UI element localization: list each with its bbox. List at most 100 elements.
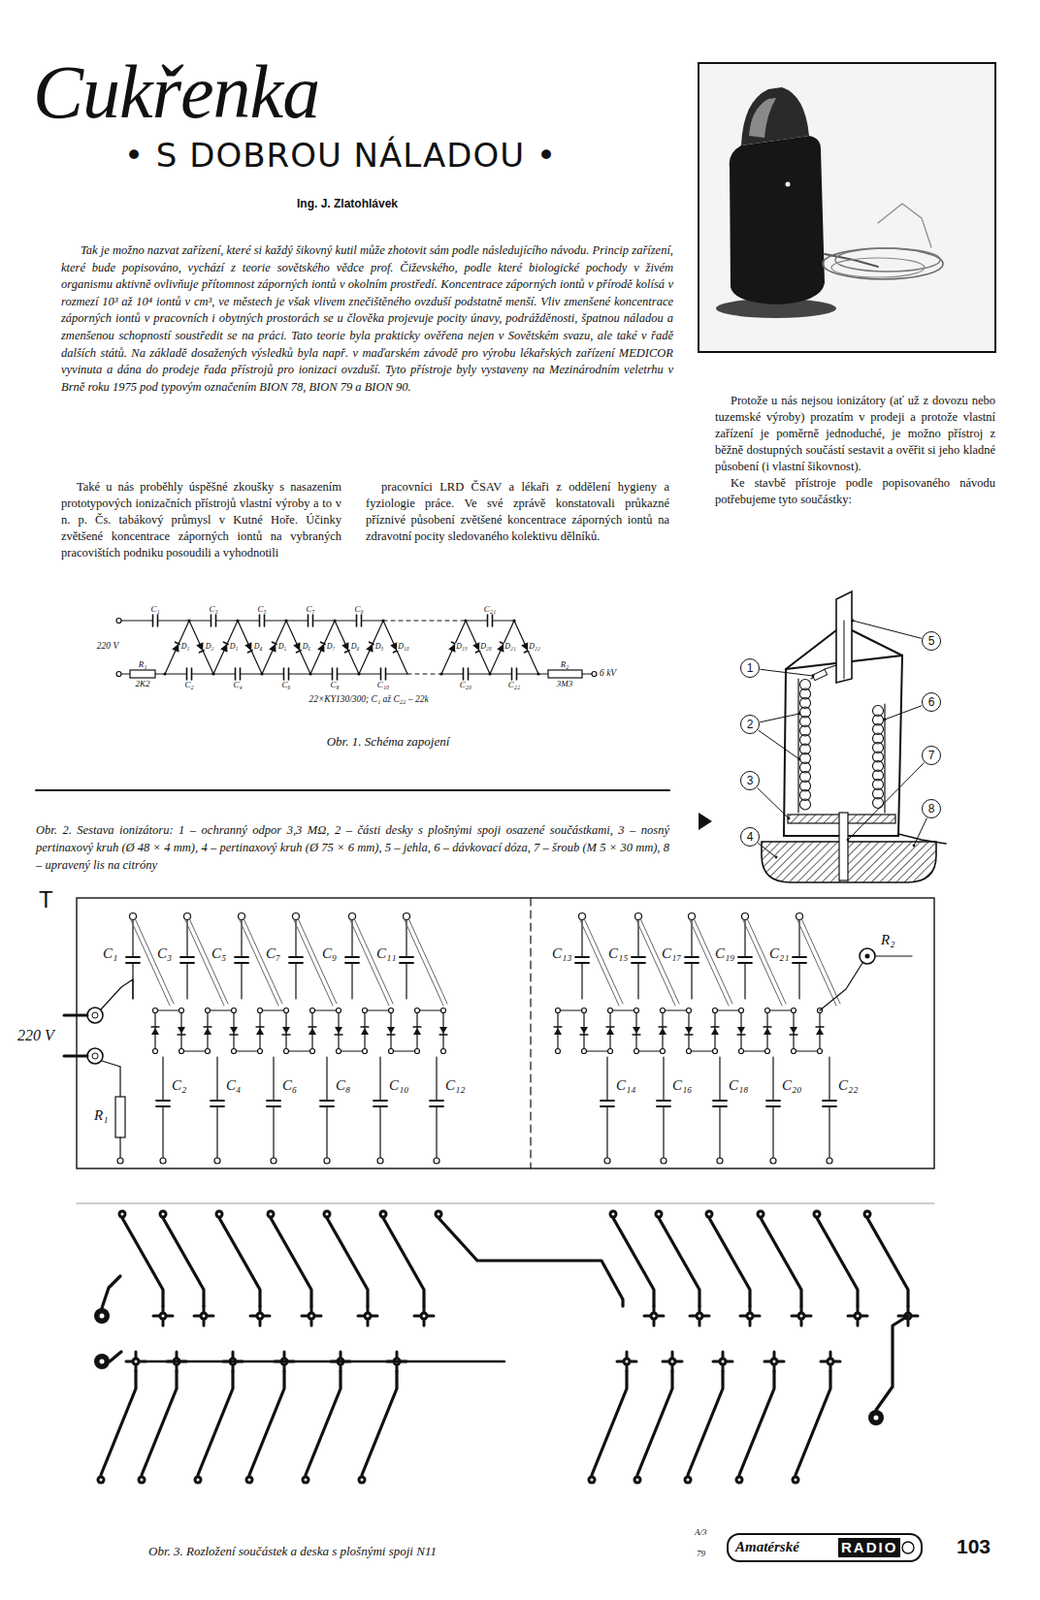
drill-hole <box>437 1213 441 1217</box>
capacitor-symbol <box>516 668 519 681</box>
diode-label: D₁₉ <box>455 643 468 651</box>
leader-line <box>913 818 927 846</box>
component-label: R₁ <box>137 660 149 670</box>
drill-hole <box>612 1213 616 1217</box>
solder-pad <box>231 1049 237 1055</box>
diode-symbol <box>308 1028 317 1036</box>
diode-symbol <box>387 1027 395 1035</box>
copper-junction <box>800 1306 804 1327</box>
capacitor-lead <box>379 1057 381 1102</box>
solder-pad <box>336 1049 342 1055</box>
wire <box>468 673 491 675</box>
diode-link <box>393 1051 416 1053</box>
screw <box>839 812 848 881</box>
diode-symbol <box>171 644 179 653</box>
solder-pad <box>336 1008 342 1014</box>
drill-hole <box>652 1315 656 1319</box>
copper-track <box>197 1371 233 1476</box>
solder-pad <box>362 1049 368 1055</box>
cord-coil <box>831 258 925 278</box>
copper-junction <box>713 1361 733 1365</box>
bridge-wire <box>580 920 619 1007</box>
capacitor-lead <box>690 963 692 1000</box>
drill-hole <box>325 1213 329 1217</box>
copper-junction <box>366 1306 370 1327</box>
callout-number: 5 <box>928 635 936 648</box>
copper-pad <box>633 1476 643 1486</box>
wire <box>517 673 540 675</box>
capacitor-symbol <box>186 668 189 681</box>
copper-track <box>141 1371 177 1476</box>
diode-symbol <box>151 1028 160 1036</box>
title: Cukřenka <box>32 50 320 134</box>
copper-track <box>219 1218 260 1307</box>
bridge-wire <box>350 920 390 1007</box>
subtitle: • S DOBROU NÁLADOU • <box>124 135 557 176</box>
logo-frame <box>727 1534 922 1562</box>
copper-track <box>145 1361 505 1364</box>
component-label: R₂ <box>559 660 571 670</box>
bridge-wire <box>693 918 733 1005</box>
leader-line <box>757 788 789 819</box>
page-number: 103 <box>956 1536 991 1558</box>
diode-symbol <box>789 1027 798 1035</box>
capacitor-symbol <box>462 668 465 681</box>
copper-track <box>876 1316 909 1411</box>
power-plug <box>92 1053 98 1060</box>
diode-link <box>315 1010 337 1012</box>
copper-track <box>162 1218 204 1307</box>
protective-resistor <box>812 669 827 681</box>
capacitor-lead <box>216 1106 218 1159</box>
capacitor-symbol <box>331 668 334 681</box>
diode-symbol <box>387 1034 395 1036</box>
capacitor-label: C₁₅ <box>608 946 628 962</box>
diode-label: D₂₁ <box>503 643 517 651</box>
capacitor-label: C₁₈ <box>728 1078 748 1094</box>
capacitor-label: C₁₉ <box>715 946 735 962</box>
diode-label: D₃ <box>228 643 240 651</box>
solder-pad <box>555 1008 561 1014</box>
diode-symbol <box>606 1026 615 1028</box>
solder-pad <box>433 1158 440 1165</box>
leader-line <box>847 763 924 841</box>
diode-symbol <box>360 1026 369 1028</box>
wire <box>334 619 358 621</box>
junction-dot <box>536 672 540 676</box>
junction-dot <box>332 618 336 622</box>
voltage-label: 220 V <box>96 642 120 652</box>
copper-pad <box>137 1476 147 1486</box>
leader-dot <box>851 619 855 623</box>
resistor-lead <box>119 1067 121 1098</box>
terminal <box>591 672 597 678</box>
resistor-symbol <box>115 1097 126 1138</box>
capacitor-lead <box>186 963 188 1000</box>
capacitor-lead <box>162 1106 163 1159</box>
callout-circle: 5 <box>921 631 942 651</box>
body-text: Také u nás proběhly úspěšné zkoušky s na… <box>61 479 342 562</box>
cord-loop <box>877 203 932 248</box>
capacitor-label: C₁ <box>102 946 118 962</box>
copper-junction <box>748 1306 752 1327</box>
capacitor-symbol <box>766 1100 780 1103</box>
solder-pad <box>441 1049 447 1055</box>
wire <box>819 963 863 1011</box>
junction-dot <box>463 618 467 622</box>
diode-label: D₆ <box>301 643 313 651</box>
copper-track <box>305 1371 341 1476</box>
diode-symbol <box>737 1034 746 1036</box>
bridge-wire <box>185 920 225 1007</box>
capacitor-label: C₆ <box>280 681 292 690</box>
solder-pad <box>284 1049 290 1055</box>
photo-highlight <box>748 97 777 138</box>
capacitor-symbol <box>152 615 155 627</box>
copper-pad <box>683 1476 693 1486</box>
capacitor-symbol <box>429 1100 444 1103</box>
leader-dot <box>798 713 802 716</box>
solder-pad <box>604 1158 611 1165</box>
capacitor-symbol <box>385 668 388 681</box>
capacitor-symbol <box>792 956 807 959</box>
wire <box>358 673 382 675</box>
diode-symbol <box>684 1034 693 1036</box>
